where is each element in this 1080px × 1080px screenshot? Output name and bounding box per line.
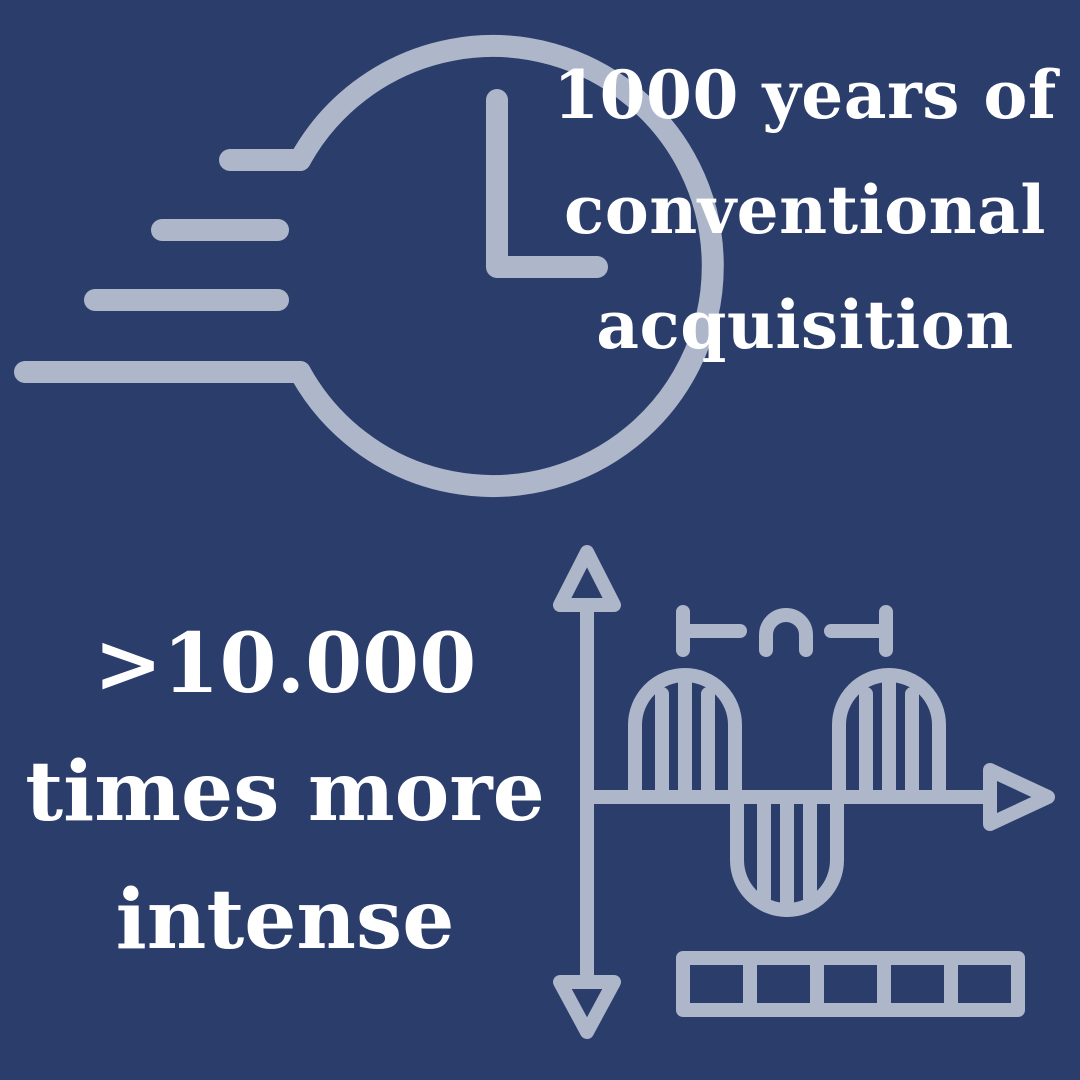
statement-line-2: conventional <box>564 171 1046 249</box>
statement-line-1: 1000 years of <box>553 56 1057 134</box>
statement-line-3: acquisition <box>596 286 1014 364</box>
statement-line-1: >10.000 <box>93 616 477 712</box>
statement-line-2: times more <box>25 744 545 840</box>
statement-line-3: intense <box>115 872 455 968</box>
acquisition-time-statement: 1000 years of conventional acquisition <box>540 38 1070 383</box>
waveform-signal-icon <box>553 545 1055 1039</box>
intensity-statement: >10.000 times more intense <box>20 600 550 984</box>
fast-clock-icon <box>14 35 724 497</box>
